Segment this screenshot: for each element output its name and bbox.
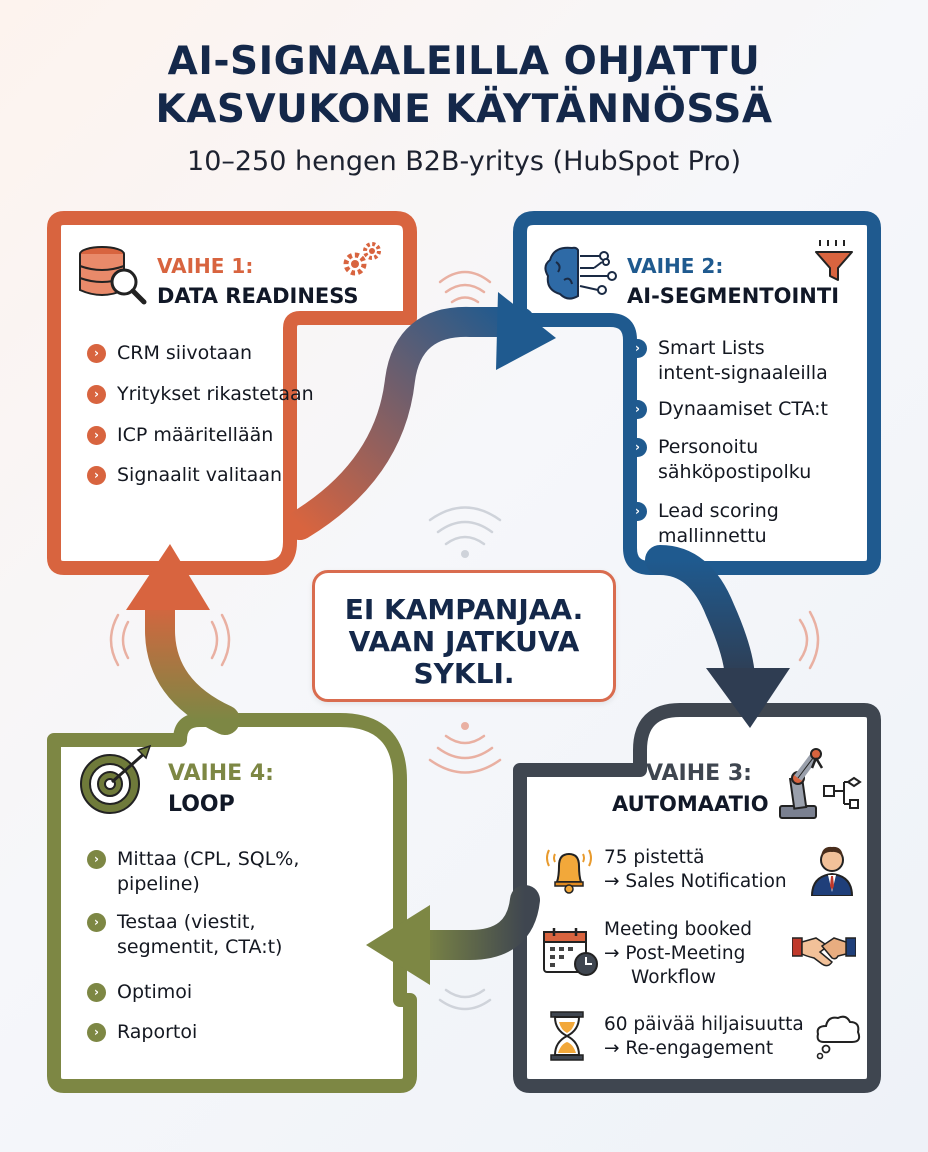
gears-icon bbox=[343, 242, 381, 276]
phase1-label: VAIHE 1: bbox=[157, 254, 254, 278]
automation-rule: 60 päivää hiljaisuutta → Re-engagement bbox=[604, 1014, 804, 1059]
database-search-icon bbox=[79, 246, 147, 305]
phase4-name: LOOP bbox=[168, 792, 235, 817]
arrow-head-2-to-3 bbox=[706, 668, 790, 728]
list-item: ›Testaa (viestit,segmentit, CTA:t) bbox=[87, 910, 282, 960]
phase4-frame bbox=[47, 713, 417, 1093]
automation-rule: Meeting booked → Post-Meeting Workflow bbox=[604, 919, 753, 988]
arrow-3-to-4 bbox=[405, 885, 540, 960]
list-item: ›Yritykset rikastetaan bbox=[87, 382, 314, 407]
arrow-4-to-1 bbox=[145, 585, 240, 735]
bell-icon bbox=[546, 849, 592, 894]
list-item: ›Mittaa (CPL, SQL%,pipeline) bbox=[87, 847, 299, 897]
arrow-2-to-3 bbox=[645, 545, 755, 695]
title-line-2: KASVUKONE KÄYTÄNNÖSSÄ bbox=[155, 87, 773, 132]
robot-arm-icon bbox=[779, 748, 824, 819]
center-line-1: EI KAMPANJAA. bbox=[344, 593, 584, 626]
center-message-box: EI KAMPANJAA. VAAN JATKUVA SYKLI. bbox=[312, 570, 616, 702]
calendar-icon bbox=[543, 928, 598, 976]
list-item: ›Optimoi bbox=[87, 980, 192, 1005]
list-item: ›ICP määritellään bbox=[87, 423, 273, 448]
phase1-name: DATA READINESS bbox=[157, 284, 359, 308]
phase1-frame bbox=[47, 211, 417, 575]
handshake-icon bbox=[792, 937, 856, 967]
workflow-icon bbox=[823, 776, 862, 809]
automation-rule: 75 pistettä → Sales Notification bbox=[604, 847, 787, 892]
page-title: AI-SIGNAALEILLA OHJATTU KASVUKONE KÄYTÄN… bbox=[0, 38, 928, 134]
list-item: ›Dynaamiset CTA:t bbox=[628, 397, 828, 422]
target-arrow-icon bbox=[80, 744, 152, 814]
arrow-head-1-to-2 bbox=[496, 292, 556, 370]
phase2-name: AI-SEGMENTOINTI bbox=[627, 284, 840, 308]
hourglass-icon bbox=[550, 1011, 584, 1061]
title-line-1: AI-SIGNAALEILLA OHJATTU bbox=[167, 39, 761, 84]
center-line-2: VAAN JATKUVA bbox=[348, 625, 580, 658]
center-line-3: SYKLI. bbox=[413, 657, 515, 690]
arrow-head-4-to-1 bbox=[126, 544, 210, 610]
phase2-frame bbox=[513, 211, 881, 575]
phase3-name: AUTOMAATIO bbox=[612, 792, 769, 816]
signal-waves bbox=[109, 270, 820, 1011]
arrow-1-to-2 bbox=[285, 306, 535, 540]
phase4-label: VAIHE 4: bbox=[168, 761, 274, 786]
arrow-head-3-to-4 bbox=[366, 905, 430, 985]
list-item: ›CRM siivotaan bbox=[87, 341, 252, 366]
salesperson-icon bbox=[810, 846, 854, 896]
funnel-icon bbox=[815, 240, 853, 281]
phase3-frame bbox=[513, 703, 881, 1093]
list-item: ›Raportoi bbox=[87, 1020, 197, 1045]
brain-circuit-icon bbox=[544, 246, 617, 300]
thought-cloud-icon bbox=[816, 1015, 861, 1060]
page-subtitle: 10–250 hengen B2B-yritys (HubSpot Pro) bbox=[187, 146, 741, 177]
phase2-label: VAIHE 2: bbox=[627, 254, 724, 278]
list-item: ›Signaalit valitaan bbox=[87, 463, 282, 488]
phase3-label: VAIHE 3: bbox=[646, 761, 752, 786]
